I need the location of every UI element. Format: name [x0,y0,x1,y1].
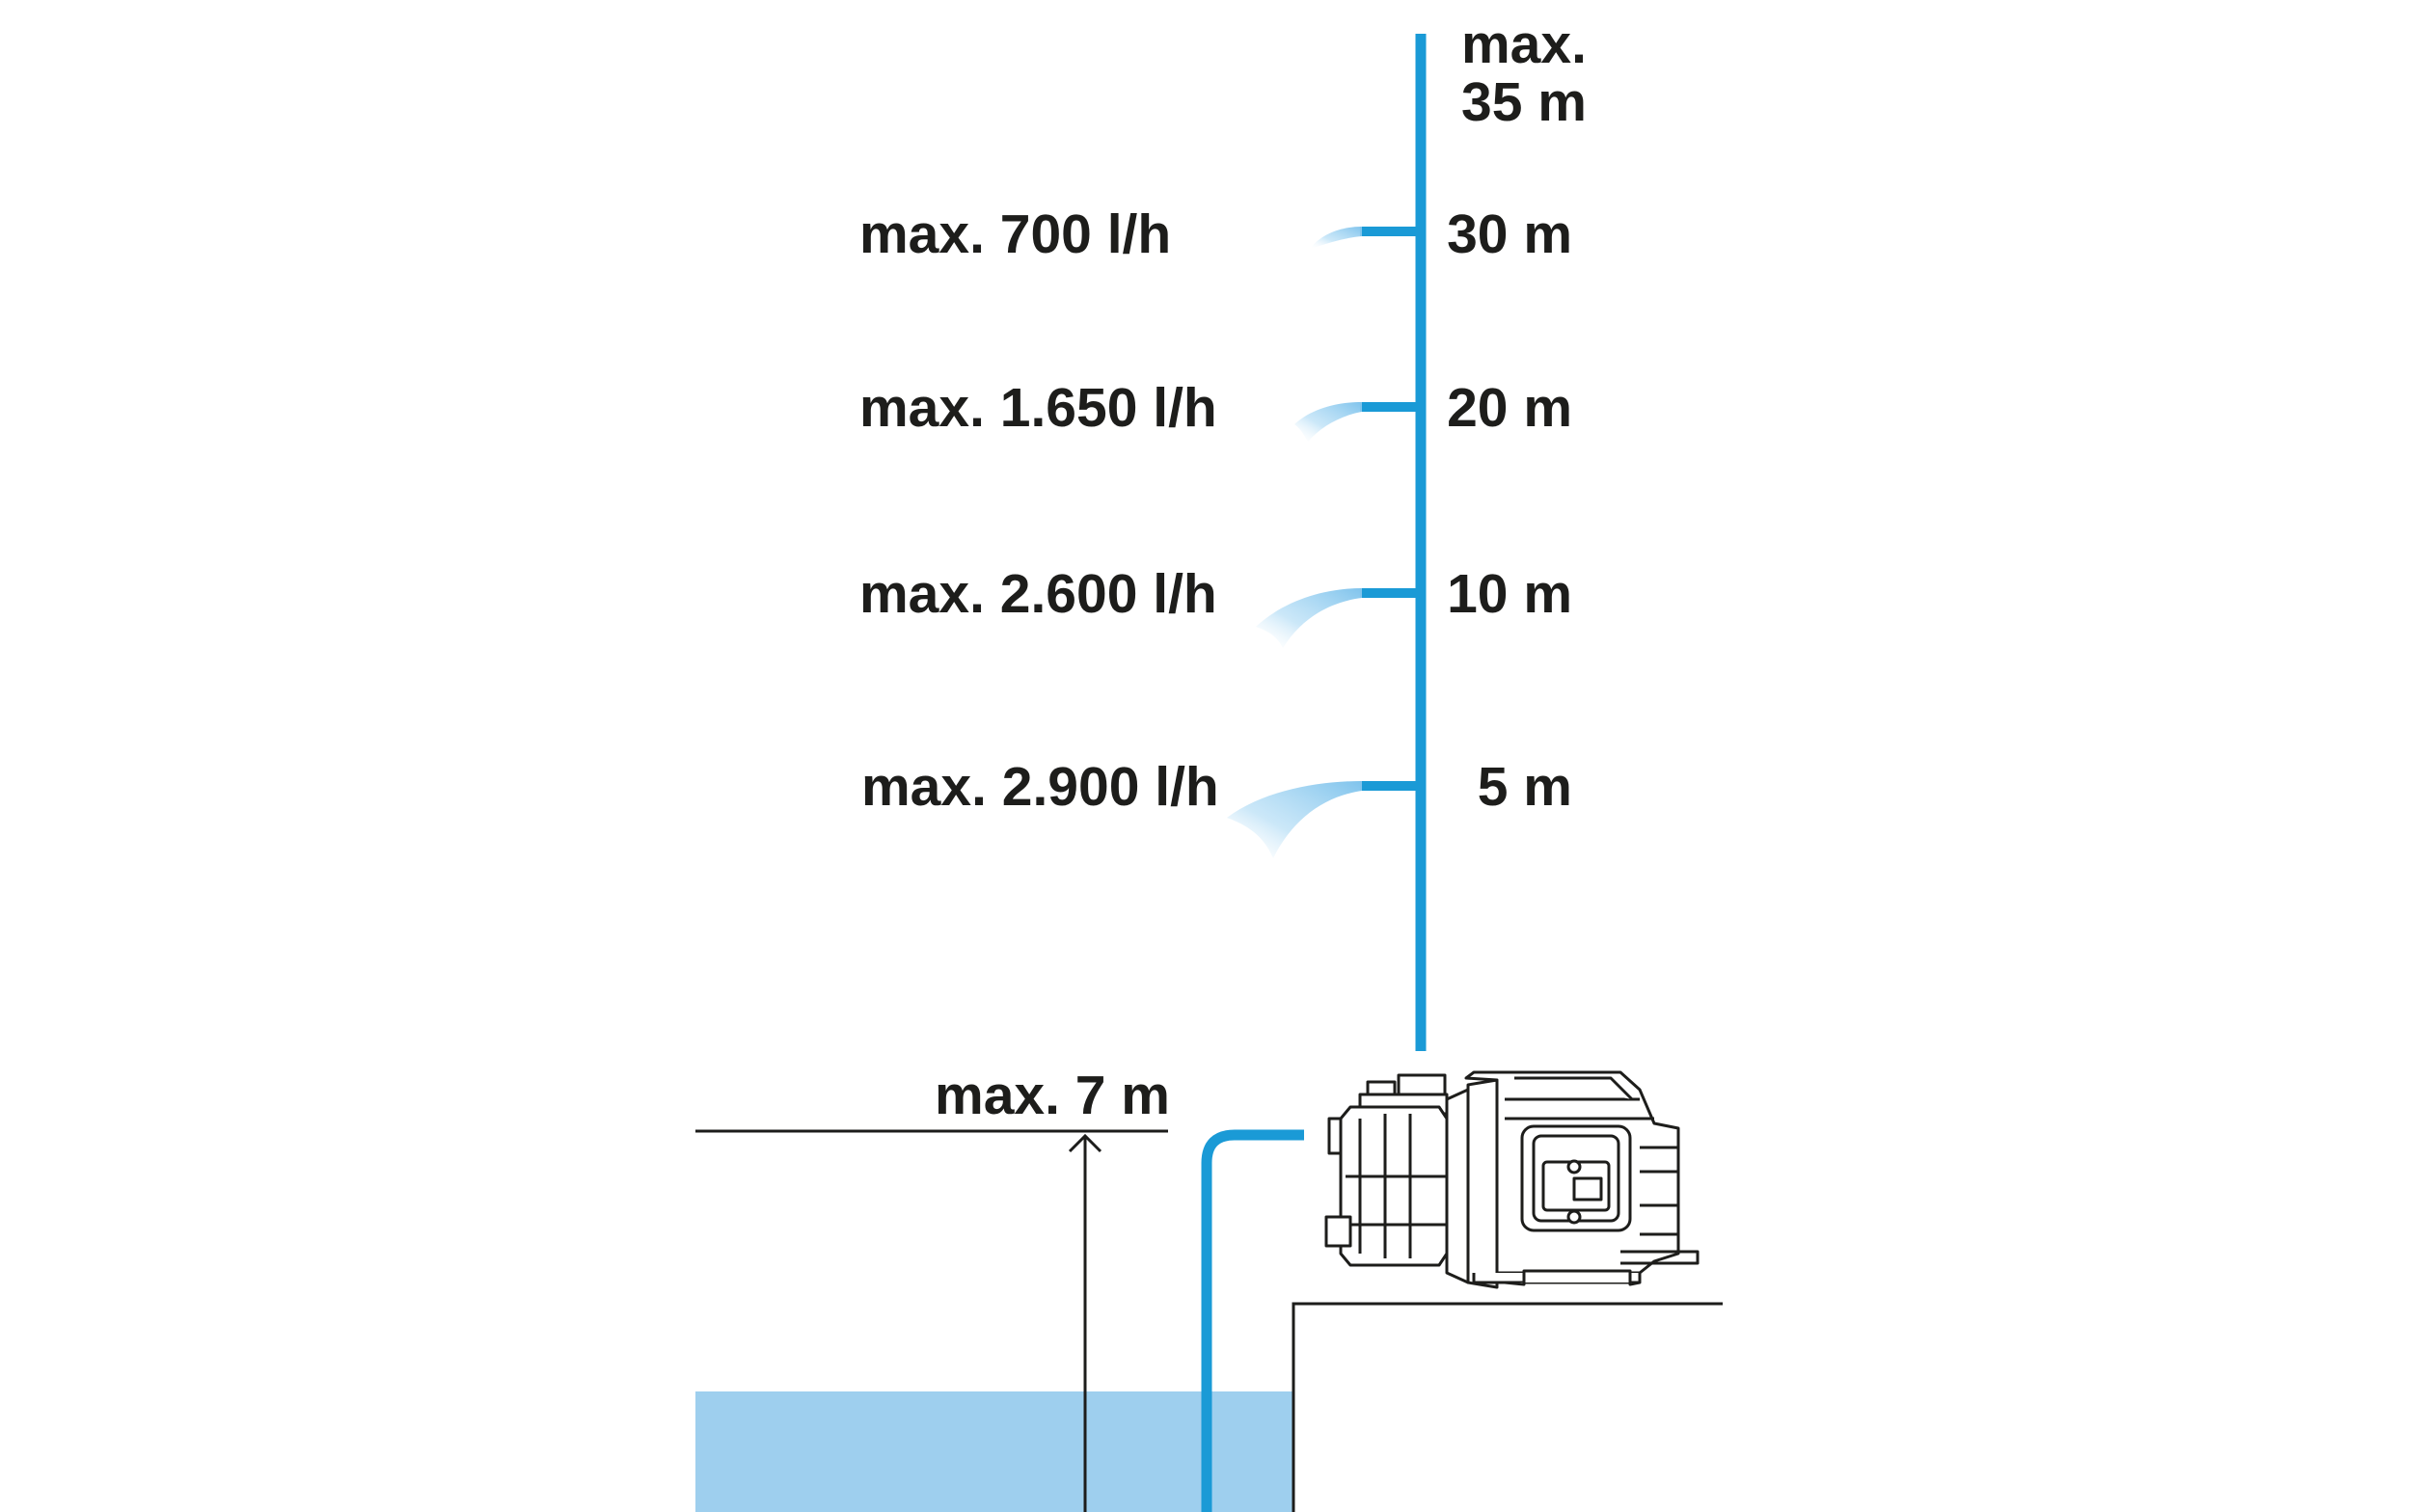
ground-ledge [1292,1302,1723,1512]
suction-height-arrow [1068,1133,1102,1512]
height-label-30m: 30 m [1447,203,1572,265]
outlet-5m [1227,781,1418,858]
outlet-30m [1310,227,1418,249]
height-label-10m: 10 m [1447,563,1572,625]
outlet-20m [1294,402,1418,442]
flow-label-30m: max. 700 l/h [859,203,1171,265]
water-spray [1227,781,1362,858]
flow-label-10m: max. 2.600 l/h [859,563,1217,625]
max-height-label-line2: 35 m [1461,71,1587,133]
outlet-10m [1256,588,1418,648]
height-label-5m: 5 m [1478,756,1572,818]
garden-pump [1324,1070,1700,1289]
height-label-20m: 20 m [1447,377,1572,439]
flow-label-5m: max. 2.900 l/h [861,756,1219,818]
max-height-label-line1: max. [1461,14,1587,75]
flow-label-20m: max. 1.650 l/h [859,377,1217,439]
suction-pipe [1201,1129,1304,1512]
water-reservoir [695,1391,1293,1512]
water-spray [1310,227,1362,249]
suction-height-label: max. 7 m [935,1065,1170,1126]
water-spray [1294,402,1362,442]
water-spray [1256,588,1362,648]
